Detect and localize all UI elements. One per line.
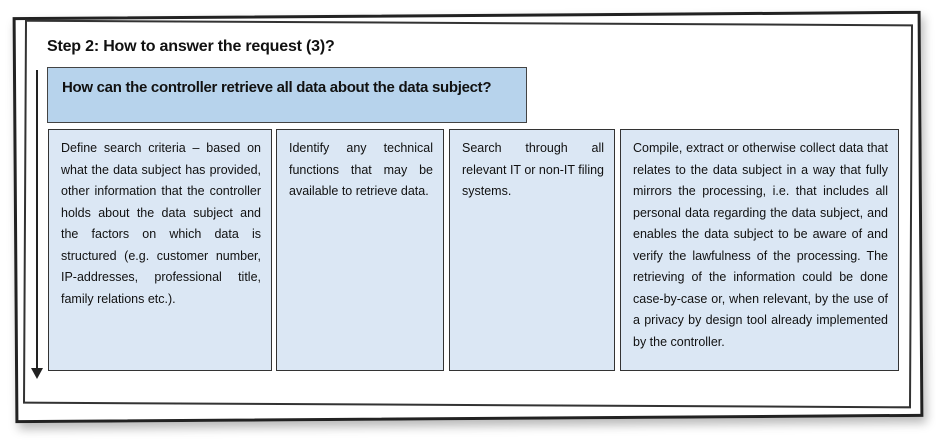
question-text: How can the controller retrieve all data… — [62, 79, 492, 96]
step-heading: Step 2: How to answer the request (3)? — [47, 38, 335, 55]
flow-arrow-line — [36, 70, 38, 372]
flow-arrow-head-icon — [31, 368, 43, 379]
step-box-search-filing-systems: Search through all relevant IT or non-IT… — [449, 129, 615, 371]
question-box: How can the controller retrieve all data… — [47, 67, 527, 123]
step-box-identify-technical-functions: Identify any technical functions that ma… — [276, 129, 444, 371]
step-box-compile-data: Compile, extract or otherwise collect da… — [620, 129, 899, 371]
step-box-define-search-criteria: Define search criteria – based on what t… — [48, 129, 272, 371]
